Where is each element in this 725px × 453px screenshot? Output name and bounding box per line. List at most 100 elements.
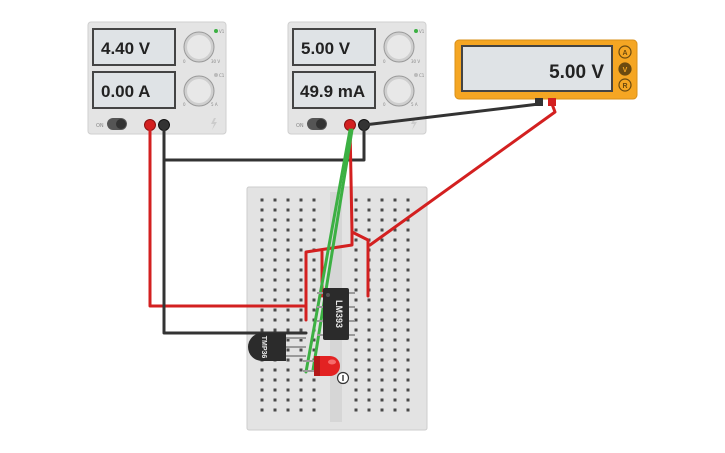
breadboard-hole[interactable] [286,298,290,302]
breadboard-hole[interactable] [273,378,277,382]
breadboard-hole[interactable] [286,258,290,262]
breadboard-hole[interactable] [299,198,303,202]
breadboard-hole[interactable] [393,208,397,212]
breadboard-hole[interactable] [380,218,384,222]
breadboard-hole[interactable] [299,338,303,342]
breadboard-hole[interactable] [260,248,264,252]
breadboard-hole[interactable] [380,368,384,372]
breadboard-hole[interactable] [299,208,303,212]
breadboard-hole[interactable] [393,388,397,392]
breadboard-hole[interactable] [393,348,397,352]
breadboard-hole[interactable] [367,318,371,322]
breadboard-hole[interactable] [299,268,303,272]
breadboard-hole[interactable] [286,218,290,222]
breadboard-hole[interactable] [367,338,371,342]
breadboard-hole[interactable] [260,308,264,312]
breadboard-hole[interactable] [354,218,358,222]
breadboard-hole[interactable] [273,408,277,412]
breadboard-hole[interactable] [380,348,384,352]
multimeter-v-probe[interactable] [548,98,556,106]
red-led[interactable] [303,356,340,376]
breadboard-hole[interactable] [299,288,303,292]
breadboard-hole[interactable] [312,298,316,302]
breadboard-hole[interactable] [393,268,397,272]
breadboard-hole[interactable] [367,358,371,362]
breadboard-hole[interactable] [406,348,410,352]
breadboard-hole[interactable] [393,238,397,242]
breadboard-hole[interactable] [299,398,303,402]
breadboard-hole[interactable] [380,288,384,292]
breadboard-hole[interactable] [380,258,384,262]
breadboard-hole[interactable] [354,318,358,322]
breadboard-hole[interactable] [406,318,410,322]
breadboard-hole[interactable] [312,398,316,402]
breadboard-hole[interactable] [312,378,316,382]
breadboard-hole[interactable] [367,398,371,402]
multimeter[interactable]: 5.00 V A V R [454,39,638,106]
breadboard-hole[interactable] [393,288,397,292]
breadboard-hole[interactable] [393,358,397,362]
breadboard-hole[interactable] [380,208,384,212]
breadboard-hole[interactable] [354,268,358,272]
breadboard-hole[interactable] [367,348,371,352]
breadboard-hole[interactable] [380,328,384,332]
breadboard-hole[interactable] [406,208,410,212]
breadboard-hole[interactable] [286,288,290,292]
breadboard-hole[interactable] [367,368,371,372]
breadboard-hole[interactable] [354,238,358,242]
breadboard-hole[interactable] [273,258,277,262]
breadboard-hole[interactable] [312,348,316,352]
breadboard-hole[interactable] [260,378,264,382]
breadboard-hole[interactable] [406,338,410,342]
breadboard-hole[interactable] [260,288,264,292]
power-supply-2[interactable]: 5.00 V 49.9 mA V1 0 30 V C1 0 5 A ON [287,21,427,135]
breadboard-hole[interactable] [393,198,397,202]
breadboard-hole[interactable] [286,308,290,312]
wire-multimeter-v[interactable] [368,102,557,247]
breadboard-hole[interactable] [286,378,290,382]
breadboard-hole[interactable] [299,248,303,252]
wires[interactable] [148,102,557,374]
breadboard-hole[interactable] [354,338,358,342]
wire-ground-link[interactable] [162,123,366,162]
breadboard-hole[interactable] [380,228,384,232]
breadboard-hole[interactable] [406,308,410,312]
breadboard-hole[interactable] [273,368,277,372]
led-info-icon[interactable] [336,371,350,385]
breadboard-hole[interactable] [312,308,316,312]
breadboard-hole[interactable] [312,198,316,202]
multimeter-mode-r[interactable]: R [618,78,632,92]
breadboard-hole[interactable] [286,338,290,342]
breadboard-hole[interactable] [367,308,371,312]
breadboard-hole[interactable] [406,268,410,272]
breadboard-hole[interactable] [260,218,264,222]
multimeter-com-probe[interactable] [535,98,543,106]
breadboard-hole[interactable] [393,228,397,232]
breadboard-hole[interactable] [299,328,303,332]
breadboard-hole[interactable] [380,388,384,392]
wire-supply1-positive[interactable] [148,123,308,308]
breadboard-hole[interactable] [299,258,303,262]
breadboard-hole[interactable] [260,408,264,412]
breadboard-hole[interactable] [286,398,290,402]
breadboard-hole[interactable] [299,218,303,222]
breadboard-hole[interactable] [312,208,316,212]
breadboard-hole[interactable] [406,258,410,262]
breadboard-hole[interactable] [406,248,410,252]
breadboard-hole[interactable] [286,408,290,412]
breadboard-hole[interactable] [312,238,316,242]
breadboard-hole[interactable] [299,278,303,282]
breadboard-hole[interactable] [393,378,397,382]
breadboard-hole[interactable] [273,318,277,322]
breadboard-hole[interactable] [312,338,316,342]
breadboard-hole[interactable] [273,278,277,282]
breadboard-hole[interactable] [299,238,303,242]
breadboard-hole[interactable] [299,408,303,412]
wire-green-2[interactable] [311,128,354,372]
breadboard-hole[interactable] [393,278,397,282]
breadboard-hole[interactable] [312,268,316,272]
breadboard-hole[interactable] [260,228,264,232]
breadboard-hole[interactable] [286,388,290,392]
breadboard-hole[interactable] [406,328,410,332]
